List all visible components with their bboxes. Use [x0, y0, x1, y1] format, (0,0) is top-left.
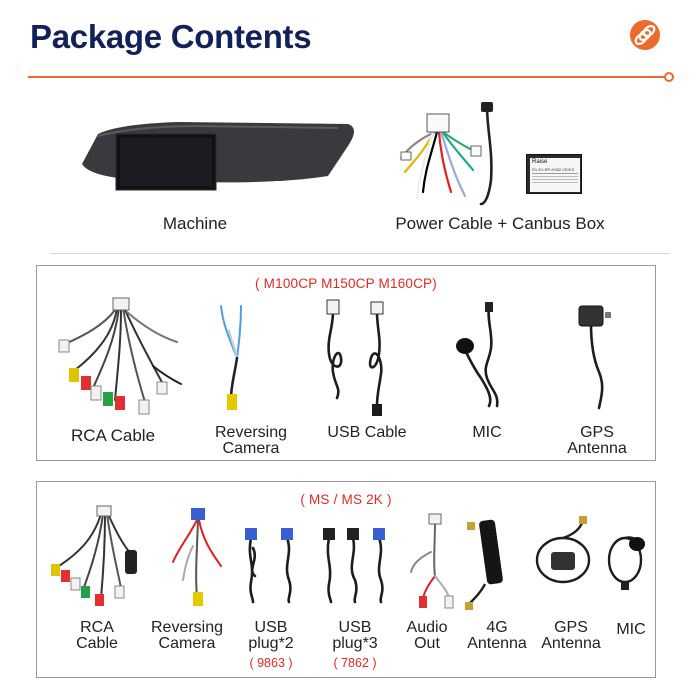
- mic-icon: [456, 302, 499, 408]
- reversing-camera-label-line1: Reversing: [150, 619, 224, 636]
- accessory-box-ms-series: ( MS / MS 2K ) RCA Cable Reversing Came: [36, 481, 656, 678]
- gps-antenna-label-line2: Antenna: [567, 440, 627, 457]
- gps-antenna-icon: [535, 516, 591, 584]
- machine-label: Machine: [162, 214, 228, 233]
- usb-plug-x3-icon: [323, 528, 385, 604]
- usb-plug-x3-part-number: ( 7862 ): [333, 656, 377, 670]
- reversing-camera-icon: [220, 305, 242, 410]
- 4g-antenna-icon: [465, 519, 503, 610]
- reversing-camera-label-line2: Camera: [222, 440, 280, 457]
- accessory-box-m-series: ( M100CP M150CP M160CP) RCA Cable: [36, 265, 656, 461]
- gps-antenna-icon: [578, 305, 611, 410]
- rca-cable-label-line2: Cable: [76, 635, 118, 652]
- audio-out-label-line2: Out: [414, 635, 440, 652]
- rca-cable-label-line1: RCA: [80, 619, 114, 636]
- usb-cable-icon: [326, 299, 384, 416]
- canbus-box-brand: Raise: [532, 159, 548, 165]
- 4g-antenna-label-line1: 4G: [486, 619, 508, 636]
- usb-plug-x3-label-line2: plug*3: [332, 635, 378, 652]
- rca-cable-label: RCA Cable: [70, 426, 156, 445]
- section-divider: [50, 253, 670, 254]
- box-header-m-series: ( M100CP M150CP M160CP): [255, 276, 437, 291]
- usb-plug-x2-part-number: ( 9863 ): [249, 656, 293, 670]
- gps-antenna-label-line1: GPS: [554, 619, 588, 636]
- gps-antenna-label-line2: Antenna: [541, 635, 601, 652]
- box-header-ms-series: ( MS / MS 2K ): [300, 492, 392, 507]
- audio-out-cable-icon: [410, 513, 454, 609]
- canbus-box: Raise R1-E1-RP-H032 CE/K3: [526, 154, 582, 194]
- reversing-camera-label-line1: Reversing: [214, 424, 288, 441]
- page-title: Package Contents: [30, 18, 312, 55]
- gps-antenna-label-line1: GPS: [580, 424, 614, 441]
- usb-plug-x2-icon: [245, 528, 293, 604]
- rca-cable-icon: [51, 505, 137, 606]
- usb-plug-x2-label-line1: USB: [254, 619, 288, 636]
- header-divider: [28, 76, 668, 78]
- mic-label: MIC: [616, 621, 646, 638]
- car-stereo-unit-icon: [82, 122, 354, 191]
- usb-plug-x3-label-line1: USB: [338, 619, 372, 636]
- mic-icon: [607, 536, 645, 590]
- divider-end-dot: [664, 72, 674, 82]
- top-items-row: Machine Raise R1-E1-RP-H032 CE/K3 Power …: [0, 90, 700, 252]
- reversing-camera-label-line2: Camera: [158, 635, 216, 652]
- usb-cable-label: USB Cable: [327, 424, 407, 441]
- canbus-box-model: R1-E1-RP-H032 CE/K3: [532, 167, 574, 172]
- audio-out-label-line1: Audio: [406, 619, 448, 636]
- mic-label: MIC: [472, 424, 502, 441]
- rca-cable-icon: [58, 297, 182, 415]
- orange-coil-logo-icon: [630, 20, 660, 50]
- reversing-camera-icon: [172, 508, 222, 606]
- 4g-antenna-label-line2: Antenna: [467, 635, 527, 652]
- usb-plug-x2-label-line2: plug*2: [248, 635, 294, 652]
- power-harness-canbus-icon: [399, 102, 493, 206]
- power-cable-canbus-label: Power Cable + Canbus Box: [395, 214, 605, 233]
